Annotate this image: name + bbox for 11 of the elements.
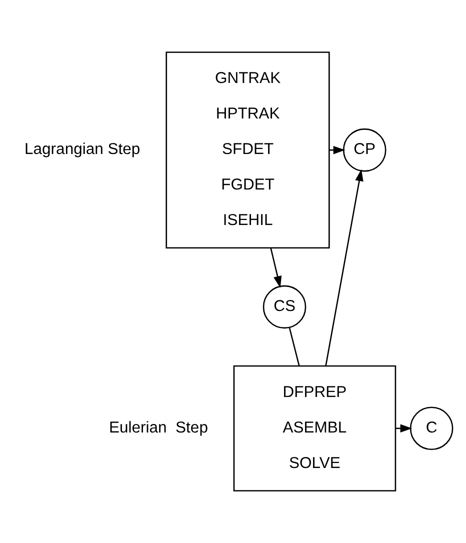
node-label: Eulerian Step <box>109 419 208 436</box>
node-circle: CP <box>342 128 386 172</box>
node-label: Lagrangian Step <box>24 141 140 158</box>
arrow <box>325 169 364 366</box>
node-box: GNTRAK HPTRAK SFDET FGDET ISEHIL <box>166 52 330 249</box>
arrow <box>270 248 282 288</box>
node-circle: C <box>410 406 454 450</box>
arrow <box>396 424 412 433</box>
node-circle: CS <box>262 285 306 329</box>
connector <box>288 328 300 366</box>
node-box: DFPREP ASEMBL SOLVE <box>233 365 396 492</box>
